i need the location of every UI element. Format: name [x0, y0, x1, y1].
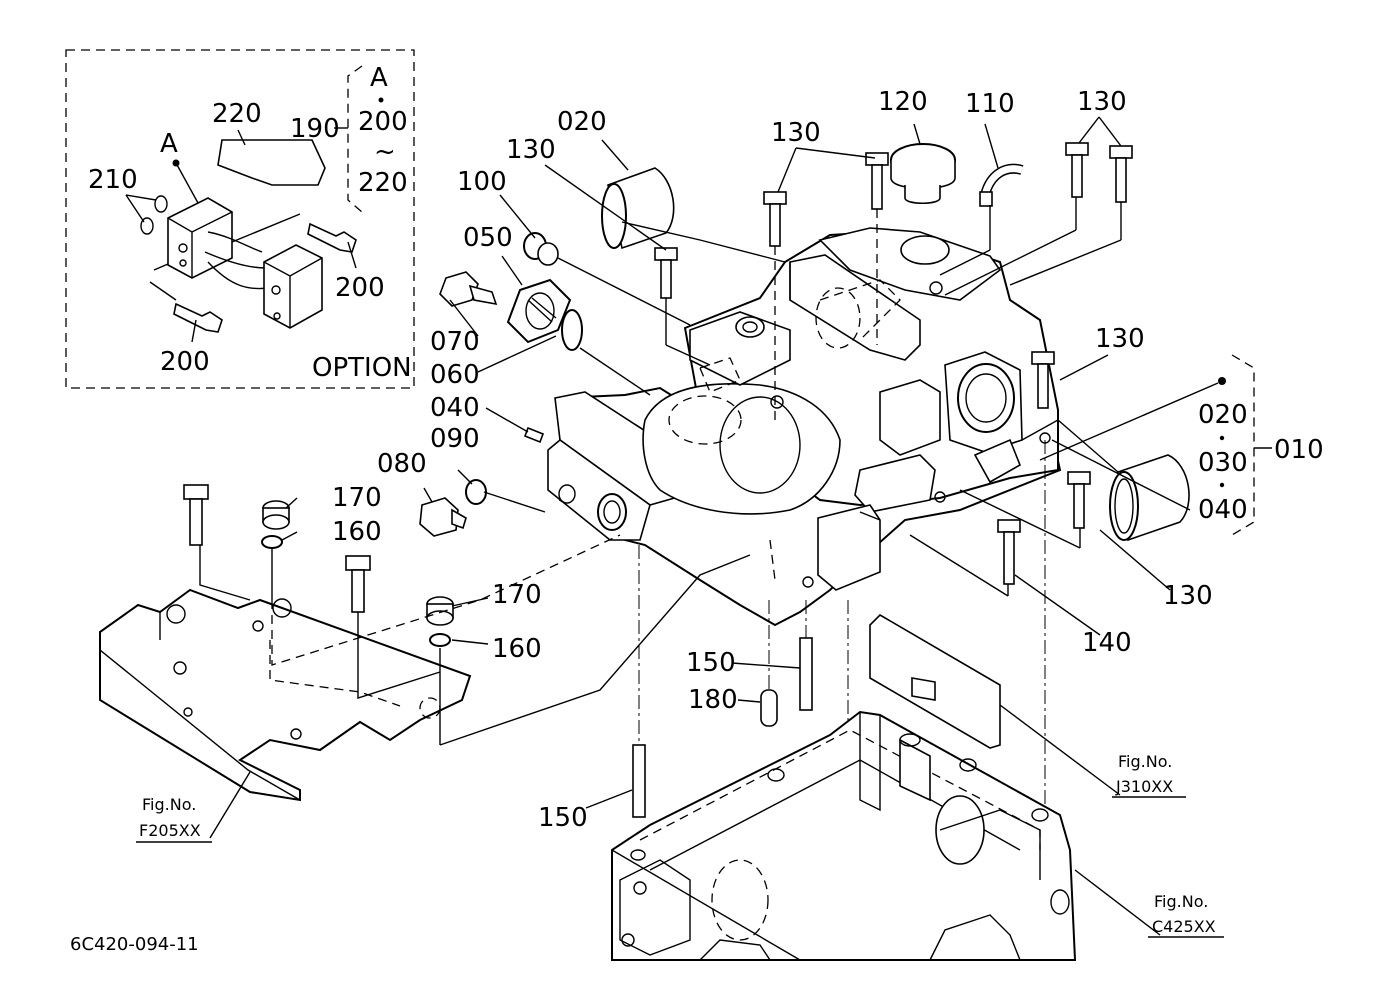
part-label: 020: [557, 107, 607, 137]
bolt-icon: [183, 484, 209, 546]
part-label: 110: [965, 89, 1015, 119]
washer-icon: [465, 479, 487, 505]
part-label: 210: [88, 165, 138, 195]
fig-ref-code: J310XX: [1115, 777, 1173, 796]
part-label: 220: [212, 99, 262, 129]
bolt-icon: [1065, 142, 1089, 198]
bolt-icon: [307, 222, 357, 253]
fig-ref-code: F205XX: [139, 821, 201, 840]
pin-icon: [760, 689, 778, 727]
bolt-icon: [345, 555, 371, 613]
fig-ref-code: C425XX: [1152, 917, 1216, 936]
range-from: 200: [358, 107, 408, 137]
drain-plug-part: [419, 497, 467, 537]
part-label: 190: [290, 114, 340, 144]
nut-icon: [426, 596, 454, 626]
part-label: 080: [377, 449, 427, 479]
part-label: 050: [463, 223, 513, 253]
bolt-icon: [997, 519, 1021, 585]
fig-ref-f205: Fig.No. F205XX: [136, 795, 212, 843]
fig-ref-label: Fig.No.: [142, 795, 196, 814]
part-label: 100: [457, 167, 507, 197]
nut-icon: [262, 500, 290, 530]
fig-ref-c425: Fig.No. C425XX: [1148, 892, 1224, 938]
part-label: 040: [430, 393, 480, 423]
fig-ref-label: Fig.No.: [1118, 752, 1172, 771]
kit-item-label: 040: [1198, 495, 1248, 525]
part-label: 200: [335, 273, 385, 303]
drawing-id: 6C420-094-11: [70, 934, 199, 955]
part-label: 160: [492, 634, 542, 664]
fitting-part: [439, 271, 498, 307]
part-label: 160: [332, 517, 382, 547]
option-title: OPTION: [312, 353, 412, 383]
washer-icon: [429, 633, 451, 647]
part-label: 070: [430, 327, 480, 357]
connector-block-icon: [263, 244, 323, 329]
range-separator: ~: [374, 137, 396, 167]
bushing-part: [1109, 454, 1190, 542]
range-to: 220: [358, 168, 408, 198]
bushing-part: [601, 167, 675, 250]
part-label: 130: [1163, 581, 1213, 611]
leader-lines: [199, 116, 1226, 936]
fig-ref-j310: Fig.No. J310XX: [1112, 752, 1186, 798]
cap-part: [890, 143, 956, 205]
bolt-icon: [1067, 471, 1091, 529]
transmission-case: [611, 710, 1077, 961]
o-ring-icon: [154, 195, 168, 213]
pipe-part: [979, 163, 1024, 207]
callout-letter: A: [160, 129, 178, 159]
mounting-plate: [99, 588, 472, 802]
bolt-icon: [173, 302, 223, 333]
kit-item-label: 030: [1198, 448, 1248, 478]
side-block: [869, 613, 1001, 749]
bolt-icon: [1031, 351, 1055, 409]
gasket-sheet-icon: [217, 139, 326, 186]
part-label: 140: [1082, 628, 1132, 658]
part-label: 170: [332, 483, 382, 513]
stud-icon: [632, 744, 646, 818]
set-screw-icon: [523, 426, 545, 444]
o-ring-icon: [140, 217, 154, 235]
bolt-icon: [1109, 145, 1133, 203]
o-ring-icon: [561, 309, 583, 351]
part-label: 130: [506, 135, 556, 165]
bolt-icon: [654, 247, 678, 299]
hydraulic-housing: [547, 227, 1062, 627]
option-box: 220 A 210 190 A 200 ~ 220 200 200 OPTION: [65, 49, 415, 389]
bolt-icon: [865, 152, 889, 210]
part-label: 170: [492, 580, 542, 610]
kit-item-label: 020: [1198, 400, 1248, 430]
flange-part: [506, 278, 572, 344]
connector-block-icon: [167, 197, 233, 279]
plug-part: [523, 232, 559, 266]
part-label: 180: [688, 685, 738, 715]
kit-group-label: 010: [1274, 435, 1324, 465]
part-label: 130: [1095, 324, 1145, 354]
callout-letter: A: [370, 63, 388, 93]
bolt-icon: [763, 191, 787, 247]
kit-bracket: [1219, 354, 1272, 536]
fastener-group: [183, 484, 454, 745]
part-label: 060: [430, 360, 480, 390]
washer-icon: [261, 535, 283, 549]
part-label: 090: [430, 424, 480, 454]
part-label: 130: [1077, 87, 1127, 117]
part-label: 150: [686, 648, 736, 678]
fig-ref-label: Fig.No.: [1154, 892, 1208, 911]
part-label: 150: [538, 803, 588, 833]
part-label: 200: [160, 347, 210, 377]
stud-icon: [799, 637, 813, 711]
part-label: 130: [771, 118, 821, 148]
part-label: 120: [878, 87, 928, 117]
